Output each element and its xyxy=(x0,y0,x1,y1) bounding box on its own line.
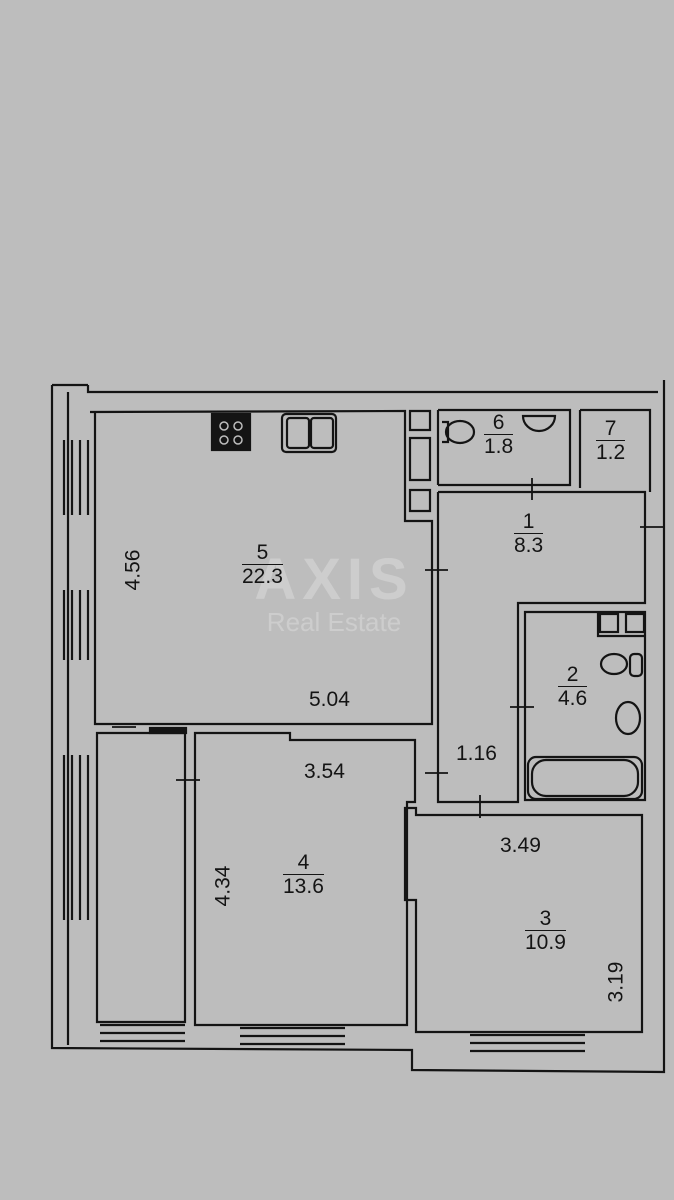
dimension-room3-height: 3.19 xyxy=(604,961,628,1003)
room6-walls xyxy=(436,408,572,487)
room4-walls xyxy=(193,731,417,1027)
room5-walls xyxy=(89,409,434,726)
dimension-room4-height: 4.34 xyxy=(211,865,235,907)
top-outer-wall xyxy=(52,383,658,394)
bathtub-icon xyxy=(526,755,644,801)
bathroom-toilet-icon xyxy=(599,652,629,676)
dimension-corridor-width: 1.16 xyxy=(456,742,497,765)
dimension-room3-width: 3.49 xyxy=(500,834,541,857)
bottom-window-2 xyxy=(240,1026,345,1046)
dimension-room4-width: 3.54 xyxy=(304,760,345,783)
dimension-room5-height: 4.56 xyxy=(121,549,145,591)
bathroom-sink-icon xyxy=(614,700,642,736)
left-window-1 xyxy=(62,440,90,515)
left-window-3 xyxy=(62,755,90,920)
room1-walls xyxy=(436,490,647,804)
washbasin-icon xyxy=(521,414,557,433)
bottom-window-1 xyxy=(100,1023,185,1043)
room7-walls xyxy=(578,408,652,492)
outer-wall xyxy=(50,380,666,1074)
room3-walls xyxy=(403,806,644,1034)
room2-walls xyxy=(523,610,647,802)
kitchen-sink-icon xyxy=(280,412,338,454)
bottom-window-3 xyxy=(470,1033,585,1053)
balcony-walls xyxy=(95,731,187,1024)
toilet-icon xyxy=(444,419,476,445)
left-window-2 xyxy=(62,590,90,660)
stove-icon xyxy=(210,412,252,452)
dimension-room5-width: 5.04 xyxy=(309,688,350,711)
